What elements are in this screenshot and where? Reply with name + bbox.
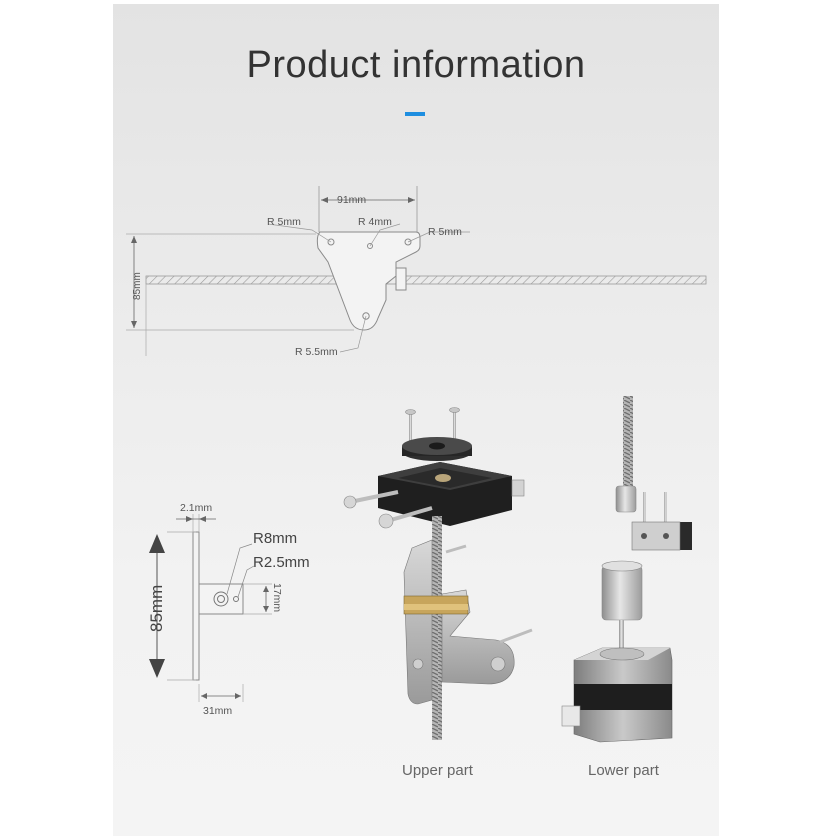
bracket-tab: [395, 267, 407, 291]
hole-left: [327, 238, 335, 246]
upper-part-illustration: [343, 407, 533, 740]
dim-85mm-top: 85mm: [132, 272, 143, 300]
dim-r-center: R 4mm: [358, 216, 392, 228]
side-bracket-drawing: 2.1mm R8mm R2.5mm 85mm 17mm 31mm: [147, 502, 310, 717]
hole-center: [367, 243, 373, 249]
dim-85mm-side: 85mm: [147, 585, 166, 632]
page-title: Product information: [246, 44, 586, 86]
bracket-outline: [316, 231, 421, 331]
dim-2-1mm: 2.1mm: [180, 502, 212, 514]
dim-17mm: 17mm: [271, 583, 283, 612]
dim-r2-5mm: R2.5mm: [253, 554, 310, 571]
dim-r-bottom: R 5.5mm: [295, 346, 338, 358]
dim-r-right: R 5mm: [428, 226, 462, 238]
hole-bottom: [362, 312, 370, 320]
caption-upper-part: Upper part: [402, 762, 473, 779]
dim-31mm: 31mm: [203, 705, 232, 717]
rod-hatched: [145, 275, 707, 285]
top-bracket-drawing: 91mm R 5mm R 4mm R 5mm R 5.5mm 85mm: [126, 186, 707, 358]
lower-part-illustration: [561, 396, 692, 743]
title-accent-bar: [405, 112, 425, 116]
hole-right: [404, 238, 412, 246]
dim-r-left: R 5mm: [267, 216, 301, 228]
dim-r8mm: R8mm: [253, 530, 297, 547]
caption-lower-part: Lower part: [588, 762, 659, 779]
dim-91mm: 91mm: [337, 194, 366, 206]
